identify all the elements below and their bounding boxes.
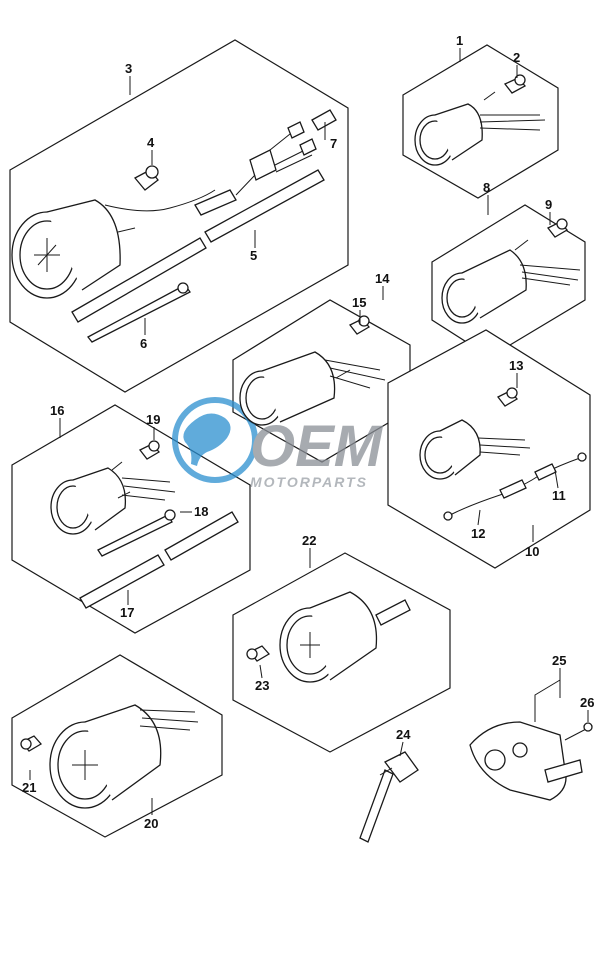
- watermark: OEM MOTORPARTS: [172, 397, 384, 490]
- part-22-gauge: [279, 591, 411, 683]
- part-7-connector-harness: [194, 109, 337, 216]
- globe-icon: [172, 397, 258, 483]
- callout-9: 9: [545, 197, 552, 212]
- part-10-gauge: [419, 419, 531, 480]
- callout-5: 5: [250, 248, 257, 263]
- box-group-10: [387, 329, 591, 569]
- callout-3: 3: [125, 61, 132, 76]
- part-21-bulb: [20, 735, 43, 752]
- callout-6: 6: [140, 336, 147, 351]
- leader-lines: [29, 48, 589, 815]
- part-20-gauge: [49, 704, 199, 809]
- part-15-bulb: [349, 315, 371, 335]
- part-8-gauge: [441, 239, 581, 324]
- part-6-tie-band: [87, 282, 191, 343]
- part-11-12-harness: [443, 452, 587, 521]
- watermark-tagline: MOTORPARTS: [250, 474, 368, 490]
- callout-23: 23: [255, 678, 269, 693]
- callout-14: 14: [375, 271, 390, 286]
- callout-20: 20: [144, 816, 158, 831]
- part-9-bulb: [547, 218, 569, 238]
- part-19-bulb: [139, 440, 161, 460]
- callout-18: 18: [194, 504, 208, 519]
- part-17-tube: [79, 511, 239, 609]
- callout-8: 8: [483, 180, 490, 195]
- part-16-gauge: [50, 461, 176, 535]
- callout-24: 24: [396, 727, 411, 742]
- callout-16: 16: [50, 403, 64, 418]
- watermark-brand: OEM: [250, 414, 384, 479]
- callout-13: 13: [509, 358, 523, 373]
- part-5-tube: [71, 169, 325, 323]
- part-25-bracket: [469, 721, 583, 801]
- callout-25: 25: [552, 653, 566, 668]
- part-1-gauge: [414, 91, 546, 166]
- part-26-screw: [564, 722, 593, 741]
- callout-21: 21: [22, 780, 36, 795]
- globe-continent-shape: [183, 413, 231, 466]
- callout-15: 15: [352, 295, 366, 310]
- callout-22: 22: [302, 533, 316, 548]
- part-2-bulb: [503, 74, 527, 94]
- part-24-sender: [359, 751, 419, 843]
- part-4-bulb-socket: [133, 165, 159, 191]
- callout-12: 12: [471, 526, 485, 541]
- part-18-tie-band: [97, 509, 176, 557]
- callout-10: 10: [525, 544, 539, 559]
- part-13-bulb: [497, 387, 519, 407]
- callout-26: 26: [580, 695, 594, 710]
- box-group-16: [11, 404, 251, 634]
- part-3-meter-gauge: [11, 189, 216, 299]
- callout-7: 7: [330, 136, 337, 151]
- part-14-gauge: [239, 351, 386, 426]
- callout-1: 1: [456, 33, 463, 48]
- callout-11: 11: [552, 488, 566, 503]
- callout-labels: 3 1 2 4 7 5 6 8 9 14 15 13 11 12 10 16 1…: [22, 33, 594, 831]
- callout-2: 2: [513, 50, 520, 65]
- part-23-bulb: [246, 645, 271, 662]
- callout-17: 17: [120, 605, 134, 620]
- callout-4: 4: [147, 135, 155, 150]
- callout-19: 19: [146, 412, 160, 427]
